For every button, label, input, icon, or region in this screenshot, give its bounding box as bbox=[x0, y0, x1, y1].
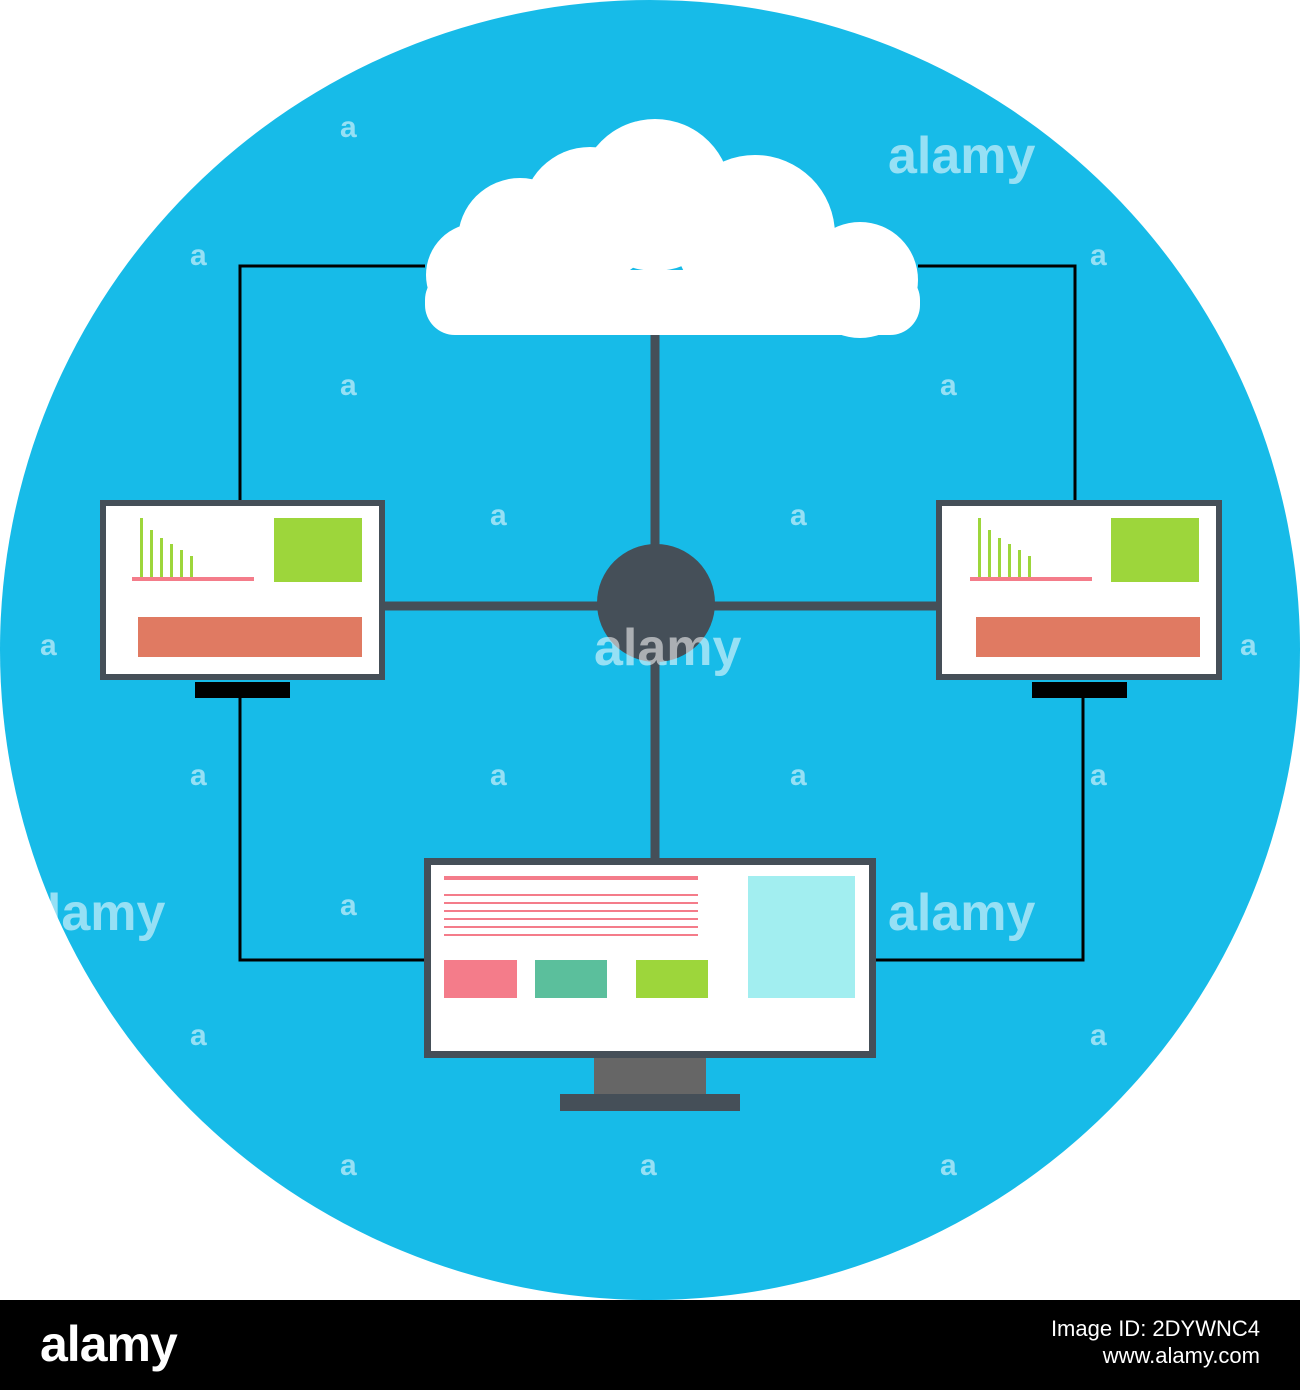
right-monitor-stand bbox=[1032, 682, 1127, 698]
watermark-mark: a bbox=[340, 369, 357, 402]
watermark-mark: a bbox=[190, 759, 207, 792]
bottom-monitor-text-lines bbox=[444, 894, 698, 936]
wire-left-bottom bbox=[238, 698, 426, 962]
watermark-mark: a bbox=[640, 1149, 657, 1182]
footer-logo: alamy bbox=[40, 1316, 178, 1372]
watermark-logo: alamy bbox=[888, 127, 1036, 185]
watermark-logo: alamy bbox=[888, 884, 1036, 942]
bottom-monitor-header-line bbox=[444, 876, 698, 880]
left-monitor-baseline bbox=[132, 577, 254, 581]
watermark-mark: a bbox=[940, 1149, 957, 1182]
network-illustration: alamy alamy alamy alamy a a a a a a a a … bbox=[0, 0, 1300, 1300]
footer-site-url: www.alamy.com bbox=[1102, 1343, 1260, 1368]
left-monitor-bars bbox=[140, 518, 193, 578]
right-monitor-baseline bbox=[970, 577, 1092, 581]
bottom-monitor-green-block bbox=[636, 960, 708, 998]
bottom-monitor-neck bbox=[594, 1058, 706, 1094]
watermark-mark: a bbox=[490, 759, 507, 792]
bottom-monitor-pink-block bbox=[444, 960, 517, 998]
bottom-monitor-icon bbox=[424, 858, 876, 1111]
watermark-mark: a bbox=[190, 239, 207, 272]
left-monitor-stand bbox=[195, 682, 290, 698]
watermark-mark: a bbox=[340, 111, 357, 144]
wire-cloud-left bbox=[238, 264, 425, 502]
left-monitor-orange-bar bbox=[138, 617, 362, 657]
left-monitor-green-block bbox=[274, 518, 362, 582]
hub-node-icon bbox=[597, 544, 715, 662]
watermark-mark: a bbox=[1090, 1019, 1107, 1052]
wire-cloud-right bbox=[918, 264, 1077, 502]
network-diagram-svg: alamy alamy alamy alamy a a a a a a a a … bbox=[0, 0, 1300, 1300]
watermark-mark: a bbox=[1090, 239, 1107, 272]
bottom-monitor-cyan-panel bbox=[748, 876, 855, 998]
right-monitor-icon bbox=[936, 500, 1222, 698]
watermark-logo: alamy bbox=[18, 884, 166, 942]
watermark-mark: a bbox=[1090, 759, 1107, 792]
watermark-mark: a bbox=[940, 369, 957, 402]
watermark-overlay: alamy alamy alamy alamy a a a a a a a a … bbox=[18, 111, 1257, 1182]
watermark-mark: a bbox=[790, 759, 807, 792]
right-monitor-orange-bar bbox=[976, 617, 1200, 657]
watermark-mark: a bbox=[490, 499, 507, 532]
wire-right-bottom bbox=[874, 698, 1085, 962]
footer-image-id: Image ID: 2DYWNC4 bbox=[1050, 1316, 1260, 1341]
watermark-mark: a bbox=[640, 111, 657, 144]
watermark-mark: a bbox=[340, 889, 357, 922]
footer-image-info: Image ID: 2DYWNC4 www.alamy.com bbox=[1051, 1316, 1260, 1370]
watermark-logo: alamy bbox=[594, 619, 742, 677]
watermark-mark: a bbox=[190, 1019, 207, 1052]
cloud-icon bbox=[425, 119, 920, 338]
watermark-mark: a bbox=[1240, 629, 1257, 662]
stock-footer-bar: alamy Image ID: 2DYWNC4 www.alamy.com bbox=[0, 1300, 1300, 1390]
bottom-monitor-base bbox=[560, 1094, 740, 1111]
right-monitor-green-block bbox=[1111, 518, 1199, 582]
watermark-mark: a bbox=[790, 499, 807, 532]
left-monitor-icon bbox=[100, 500, 385, 698]
right-monitor-bars bbox=[978, 518, 1031, 578]
watermark-mark: a bbox=[40, 629, 57, 662]
bottom-monitor-teal-block bbox=[535, 960, 607, 998]
watermark-mark: a bbox=[340, 1149, 357, 1182]
